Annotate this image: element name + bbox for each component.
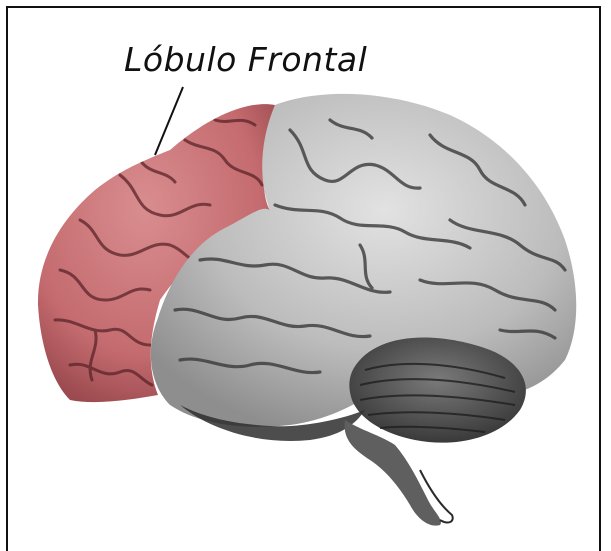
frontal-lobe-label: Lóbulo Frontal — [124, 40, 367, 79]
